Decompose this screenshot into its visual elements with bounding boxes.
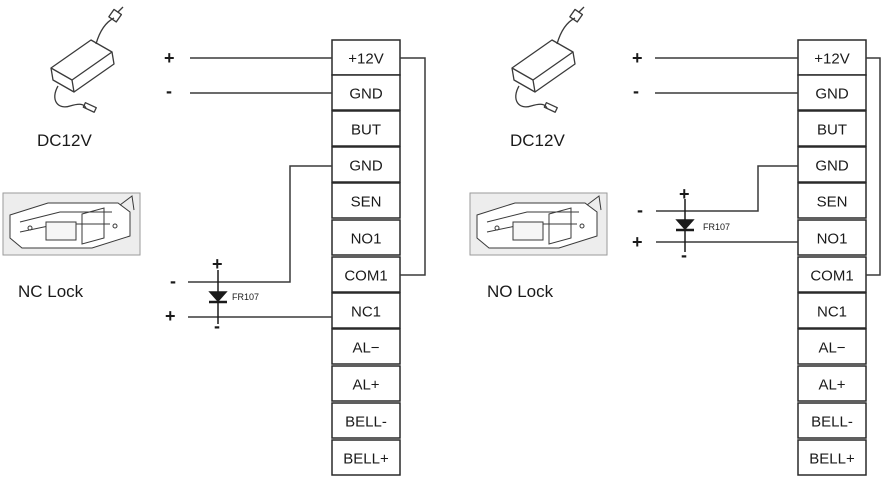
panel-no: DC12V NO Lock +12V GND BUT GND SEN NO1COM1NC1…	[469, 6, 881, 476]
terminal-label: GND	[815, 158, 849, 175]
lock-caption: NO Lock	[487, 282, 554, 301]
terminal-slot	[331, 328, 401, 365]
wire-gnd-to-lock-minus	[656, 165, 798, 212]
terminal-label: AL+	[818, 377, 845, 394]
terminal-label: GND	[349, 86, 383, 103]
terminal-label: NO1	[351, 231, 382, 248]
terminal-slot	[331, 439, 401, 476]
wire-12v-to-com1	[866, 57, 881, 276]
terminal-slot	[331, 146, 401, 183]
diode-label: FR107	[703, 222, 730, 232]
wire-gnd-to-lock-minus	[188, 165, 332, 283]
terminal-label: BELL+	[343, 451, 389, 468]
adapter-caption: DC12V	[37, 131, 92, 150]
terminal-label: AL−	[818, 340, 845, 357]
terminal-slot	[797, 219, 867, 256]
lock-plus-sign: +	[165, 306, 176, 326]
terminal-slot	[797, 182, 867, 219]
terminal-label: NC1	[817, 304, 847, 321]
terminal-label: BELL-	[811, 414, 853, 431]
power-adapter-icon	[511, 6, 585, 113]
terminal-label: SEN	[351, 194, 382, 211]
diode-plus-sign: +	[679, 184, 690, 204]
terminal-label: COM1	[810, 268, 853, 285]
terminal-slot	[331, 365, 401, 402]
terminal-label: NO1	[817, 231, 848, 248]
power-minus-sign: -	[633, 81, 639, 101]
wire-12v-to-com1	[400, 57, 426, 276]
terminal-label: GND	[815, 86, 849, 103]
power-plus-sign: +	[164, 48, 175, 68]
terminal-slot	[797, 402, 867, 439]
diode-minus-sign: -	[214, 316, 220, 336]
terminal-label: COM1	[344, 268, 387, 285]
terminal-slot	[797, 39, 867, 76]
terminal-label: NC1	[351, 304, 381, 321]
terminal-slot	[331, 182, 401, 219]
terminal-slot	[797, 110, 867, 147]
terminal-slot	[797, 365, 867, 402]
terminal-label: +12V	[814, 51, 849, 68]
terminal-slot	[797, 74, 867, 111]
power-minus-sign: -	[166, 81, 172, 101]
diode-icon	[208, 270, 228, 324]
terminal-label: BUT	[351, 122, 381, 139]
terminal-label: SEN	[817, 194, 848, 211]
panel-nc: DC12V NC Lock +12V GND BUT GND SEN NO1COM1NC1…	[2, 6, 426, 476]
terminal-slot	[331, 402, 401, 439]
diode-plus-sign: +	[212, 254, 223, 274]
lock-plus-sign: +	[632, 232, 643, 252]
diode-minus-sign: -	[681, 245, 687, 265]
terminal-slot	[797, 328, 867, 365]
wires	[655, 57, 881, 276]
terminal-slot	[797, 292, 867, 329]
terminal-label: BELL-	[345, 414, 387, 431]
terminal-label: AL−	[352, 340, 379, 357]
power-plus-sign: +	[632, 48, 643, 68]
terminal-slot	[331, 219, 401, 256]
electric-lock-icon	[469, 192, 608, 256]
terminal-slot	[331, 74, 401, 111]
terminal-slot	[331, 110, 401, 147]
terminal-slot	[797, 256, 867, 293]
power-adapter-icon	[50, 6, 124, 113]
wires	[188, 57, 426, 318]
lock-minus-sign: -	[170, 271, 176, 291]
terminal-label: BUT	[817, 122, 847, 139]
terminal-label: AL+	[352, 377, 379, 394]
electric-lock-icon	[2, 192, 141, 256]
diode-label: FR107	[232, 292, 259, 302]
terminal-label: BELL+	[809, 451, 855, 468]
terminal-label: +12V	[348, 51, 383, 68]
terminal-label: GND	[349, 158, 383, 175]
lock-minus-sign: -	[637, 200, 643, 220]
diode-icon	[675, 199, 695, 252]
lock-caption: NC Lock	[18, 282, 84, 301]
adapter-caption: DC12V	[510, 131, 565, 150]
terminal-slot	[331, 292, 401, 329]
terminal-slot	[797, 439, 867, 476]
terminal-slot	[797, 146, 867, 183]
